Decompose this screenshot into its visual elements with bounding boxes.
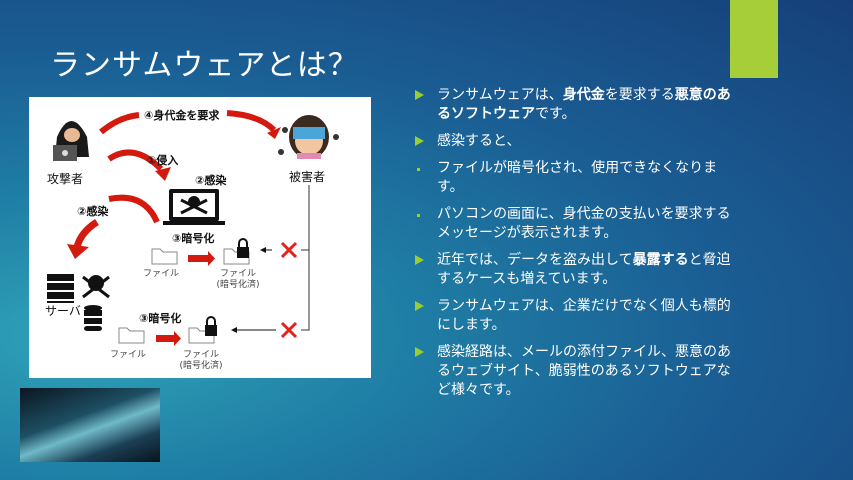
infect-server-label: ②感染: [77, 205, 109, 218]
bullet-item: 感染経路は、メールの添付ファイル、悪意のあるウェブサイト、脆弱性のあるソフトウェ…: [412, 343, 732, 400]
bullet-text: 近年では、データを盗み出して: [437, 252, 633, 268]
bullet-item: パソコンの画面に、身代金の支払いを要求するメッセージが表示されます。: [412, 205, 732, 243]
curved-arrow-demand-left: [99, 112, 140, 135]
bullet-text-bold: 暴露する: [632, 252, 689, 268]
server-label: サーバ: [45, 304, 81, 318]
bullet-list: ランサムウェアは、身代金を要求する悪意のあるソフトウェアです。 感染すると、ファ…: [412, 86, 732, 408]
database-icon: [84, 305, 102, 331]
encrypt-label: ③暗号化: [172, 232, 215, 245]
bullet-item: 感染すると、: [412, 132, 732, 151]
file-label: ファイル: [143, 269, 180, 279]
victim-icon: [278, 115, 339, 159]
bullet-text: ファイルが暗号化され、使用できなくなります。: [437, 160, 718, 195]
file-enc-text: ファイル: [182, 350, 219, 360]
locked-folder-icon: [223, 238, 250, 265]
curved-arrow-infect-laptop: [108, 194, 160, 224]
bullet-arrow-icon: [415, 90, 424, 100]
encrypted-file-label: ファイル(暗号化済): [178, 350, 224, 372]
skull-icon: [82, 275, 110, 299]
bullet-item: 近年では、データを盗み出して暴露すると脅迫するケースも増えています。: [412, 251, 732, 289]
file-enc-text: ファイル: [219, 269, 256, 279]
bullet-text-bold: 悪意のあるソフトウェア: [437, 87, 731, 122]
bullet-text: パソコンの画面に、身代金の支払いを要求するメッセージが表示されます。: [437, 206, 731, 241]
bullet-text: と脅迫するケースも増えています。: [437, 252, 731, 287]
file-label: ファイル: [110, 350, 147, 360]
blocked-x-icon: [280, 321, 298, 339]
bullet-text: を要求する: [604, 87, 675, 103]
accent-bar: [730, 0, 778, 78]
encrypt-label: ③暗号化: [139, 312, 182, 325]
slide-title: ランサムウェアとは？: [50, 48, 359, 83]
bullet-arrow-icon: [415, 347, 424, 357]
encrypted-file-label: ファイル(暗号化済): [215, 269, 261, 291]
bullet-dot-icon: [417, 214, 420, 217]
attacker-label: 攻撃者: [47, 172, 84, 186]
bullet-item: ファイルが暗号化され、使用できなくなります。: [412, 159, 732, 197]
intrude-label: ①侵入: [147, 154, 179, 167]
bullet-text-bold: 身代金: [562, 87, 605, 103]
victim-label: 被害者: [289, 170, 326, 184]
blocked-x-icon: [280, 241, 298, 259]
file-enc-note: (暗号化済): [179, 361, 223, 371]
bullet-item: ランサムウェアは、身代金を要求する悪意のあるソフトウェアです。: [412, 86, 732, 124]
bullet-text: 感染すると、: [437, 133, 521, 149]
server-icon: [47, 274, 74, 303]
bullet-arrow-icon: [415, 301, 424, 311]
curved-arrow-demand-right: [226, 110, 277, 133]
bullet-text: です。: [535, 106, 576, 122]
network-mesh-image: [20, 388, 160, 462]
file-enc-note: (暗号化済): [216, 280, 260, 290]
bullet-arrow-icon: [415, 255, 424, 265]
folder-icon: [118, 327, 145, 344]
bullet-dot-icon: [417, 168, 420, 171]
infected-laptop-icon: [163, 189, 225, 225]
attacker-icon: [53, 121, 89, 161]
folder-icon: [151, 248, 178, 265]
curved-arrow-infect-server: [73, 219, 99, 249]
infect-laptop-label: ②感染: [195, 174, 227, 187]
bullet-item: ランサムウェアは、企業だけでなく個人も標的にします。: [412, 297, 732, 335]
demand-ransom-label: ④身代金を要求: [144, 109, 220, 122]
bullet-text: ランサムウェアは、企業だけでなく個人も標的にします。: [437, 298, 731, 333]
curved-arrow-intrude: [107, 149, 164, 172]
locked-folder-icon: [188, 316, 217, 344]
bullet-arrow-icon: [415, 136, 424, 146]
diagram-arrows: [47, 110, 339, 346]
bullet-text: 感染経路は、メールの添付ファイル、悪意のあるウェブサイト、脆弱性のあるソフトウェ…: [437, 344, 731, 398]
bullet-text: ランサムウェアは、: [437, 87, 563, 103]
ransomware-diagram: ④身代金を要求 攻撃者 被害者 ①侵入 ②感染 ②感染 ③暗号化 ファイル ファ…: [29, 97, 371, 378]
